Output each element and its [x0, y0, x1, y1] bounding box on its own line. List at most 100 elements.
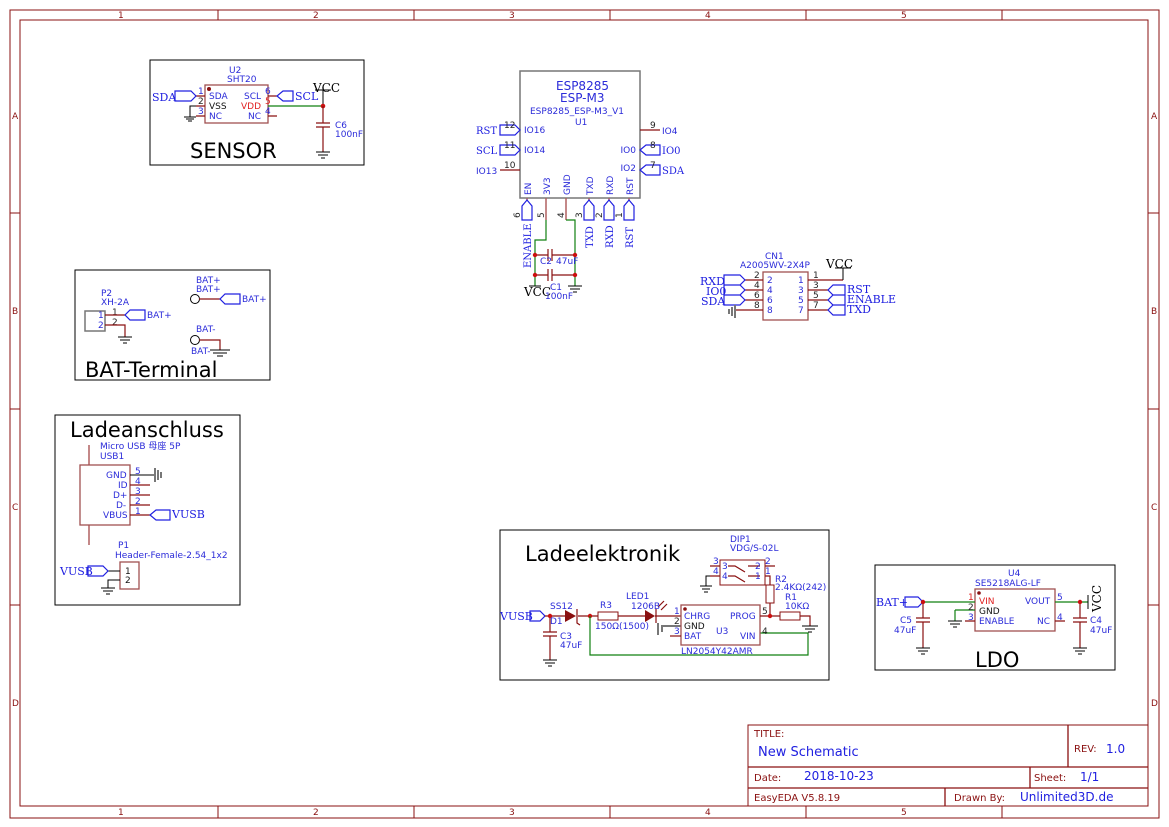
row-label: C — [1151, 503, 1157, 513]
date-value: 2018-10-23 — [804, 769, 874, 783]
u4-ic[interactable] — [974, 588, 1056, 632]
pin-number: 2 — [765, 557, 771, 567]
row-label: C — [12, 503, 18, 513]
p1-ref: P1 — [118, 541, 129, 551]
pin-name: GND — [684, 622, 705, 632]
pin-number: 2 — [198, 97, 204, 107]
pin-number: 1 — [615, 212, 625, 218]
r2-value: 2.4KΩ(242) — [775, 583, 826, 593]
row-label: B — [12, 307, 18, 317]
c4-value: 47uF — [1090, 626, 1112, 636]
pin-number: 8 — [754, 301, 760, 311]
pin-number: 1 — [968, 593, 974, 603]
usb-block[interactable]: Ladeanschluss Micro USB 母座 5P USB1 GND I… — [54, 414, 241, 606]
row-label: A — [1151, 112, 1158, 122]
pin-number: 6 — [754, 291, 760, 301]
test-point-bat-minus[interactable] — [190, 335, 200, 345]
drawn-by-value: Unlimited3D.de — [1020, 790, 1113, 804]
pin-number: 3 — [813, 281, 819, 291]
pin-name: IO14 — [524, 146, 545, 156]
p2-ref: P2 — [101, 289, 112, 299]
pin-name: NC — [248, 112, 261, 122]
cn1-connector[interactable] — [762, 271, 809, 321]
ldo-block[interactable]: U4 SE5218ALG-LF BAT+ VCC VIN GND ENABLE … — [874, 564, 1116, 672]
c3-value: 47uF — [560, 641, 582, 651]
pin-name: 7 — [798, 306, 804, 316]
p1-part: Header-Female-2.54_1x2 — [115, 551, 228, 561]
pin-name: IO2 — [621, 164, 636, 174]
net-flag-sda[interactable] — [174, 90, 197, 102]
test-point-label: BAT- — [191, 347, 211, 357]
pin-number: 4 — [713, 567, 719, 577]
led1-ref: LED1 — [626, 592, 649, 602]
pin-number: 4 — [762, 627, 768, 637]
u4-part: SE5218ALG-LF — [975, 579, 1041, 589]
net-label: BAT+ — [876, 596, 908, 609]
p2-connector[interactable] — [84, 310, 106, 332]
block-title-ldo: LDO — [975, 648, 1019, 672]
net-label: SDA — [701, 295, 726, 308]
r2-ref: R2 — [775, 575, 787, 585]
pin-name: GND — [106, 471, 127, 481]
date-label: Date: — [754, 773, 781, 784]
vcc-label: VCC — [523, 285, 551, 299]
pin-name: IO16 — [524, 126, 545, 136]
pin-number: 5 — [1057, 593, 1063, 603]
p2-part: XH-2A — [101, 298, 130, 308]
net-label: BAT+ — [242, 295, 267, 305]
r2-resistor[interactable] — [765, 584, 775, 604]
esp-block[interactable]: ESP8285 ESP-M3 ESP8285_ESP-M3_V1 U1 12 1… — [476, 70, 685, 302]
p1-header[interactable] — [119, 561, 140, 590]
row-label: D — [12, 699, 19, 709]
column-label: 2 — [313, 808, 319, 818]
pin-name: RST — [626, 177, 636, 195]
pin-name: 5 — [798, 296, 804, 306]
pin-number: 4 — [557, 212, 567, 218]
u3-ic[interactable] — [680, 604, 761, 646]
net-label: IO0 — [706, 285, 726, 298]
row-label: A — [12, 112, 19, 122]
net-label: RXD — [700, 275, 725, 288]
cn1-block[interactable]: CN1 A2005WV-2X4P VCC 2 4 6 8 2 4 6 8 1 3… — [700, 252, 896, 321]
pin-number: 3 — [674, 627, 680, 637]
c3-ref: C3 — [560, 632, 572, 642]
u1-ic[interactable] — [519, 70, 641, 199]
pin-number: 8 — [650, 141, 656, 151]
u1-part: ESP8285_ESP-M3_V1 — [530, 107, 624, 117]
net-flag-scl[interactable] — [276, 90, 294, 102]
u2-ic[interactable] — [204, 84, 269, 124]
pin-name: 6 — [767, 296, 773, 306]
pin-number: 5 — [265, 97, 271, 107]
pin-number: 5 — [762, 607, 768, 617]
c6-ref: C6 — [335, 121, 347, 131]
cn1-part: A2005WV-2X4P — [740, 261, 810, 271]
r1-resistor[interactable] — [779, 611, 801, 621]
pin-number: 1 — [112, 308, 118, 318]
pin-name: D+ — [113, 491, 127, 501]
charger-block[interactable]: Ladeelektronik VUSB SS12 D1 C3 47uF R3 1… — [499, 529, 830, 681]
column-label: 4 — [705, 11, 711, 21]
pin-name: VOUT — [1025, 597, 1051, 607]
usb1-part: Micro USB 母座 5P — [100, 440, 181, 452]
net-label: RXD — [605, 225, 616, 248]
pin-number: 4 — [754, 281, 760, 291]
pin-number: 5 — [537, 212, 547, 218]
battery-terminal-block[interactable]: P2 XH-2A 1 2 1 2 BAT+ BAT+ BAT+ BAT+ BAT… — [74, 269, 271, 382]
cn1-ref: CN1 — [765, 252, 784, 262]
pin-name: 8 — [767, 306, 773, 316]
sensor-block[interactable]: U2 SHT20 1 2 3 SDA VSS NC SCL VDD NC 6 5… — [149, 59, 365, 166]
sheet-value: 1/1 — [1080, 770, 1099, 784]
pin-number: 3 — [198, 107, 204, 117]
title-block: TITLE: New Schematic REV: 1.0 Date: 2018… — [747, 724, 1149, 807]
test-point-bat-plus[interactable] — [190, 294, 200, 304]
net-label: SDA — [662, 166, 685, 177]
net-label: VUSB — [499, 610, 533, 623]
pin-number: 10 — [504, 161, 516, 171]
r3-value: 150Ω(1500) — [595, 622, 649, 632]
net-label: IO0 — [662, 146, 681, 157]
r3-resistor[interactable] — [597, 611, 619, 621]
pin-name: 3 — [722, 562, 728, 572]
c4-ref: C4 — [1090, 616, 1102, 626]
pin-name: VBUS — [103, 511, 128, 521]
